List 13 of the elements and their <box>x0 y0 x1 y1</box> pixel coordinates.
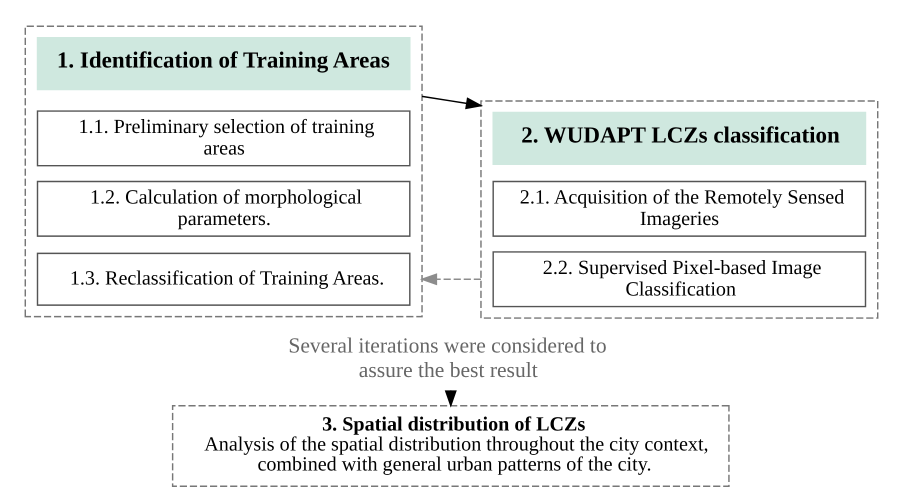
node-box: 1.2. Calculation of morphological parameters. <box>36 180 411 236</box>
node-box: 2.2. Supervised Pixel-based Image Classification <box>492 250 866 307</box>
node-box: 1. Identification of Training Areas <box>36 36 411 90</box>
node-text: Several iterations were considered to assure the best result <box>288 333 607 382</box>
cluster <box>480 100 878 318</box>
node-box: 2. WUDAPT LCZs classification <box>492 111 866 164</box>
cluster <box>24 25 423 317</box>
arrow <box>422 95 484 109</box>
node-box: 1.3. Reclassification of Training Areas. <box>36 252 411 306</box>
node-box: 2.1. Acquisition of the Remotely Sensed Imageries <box>492 180 866 236</box>
node-box: 3. Spatial distribution of LCZs Analysis of the spatial distribution throughout the city context, combined with general urban patterns of the city. <box>172 404 730 486</box>
arrow <box>420 272 481 285</box>
node-box: 1.1. Preliminary selection of training areas <box>36 110 411 166</box>
